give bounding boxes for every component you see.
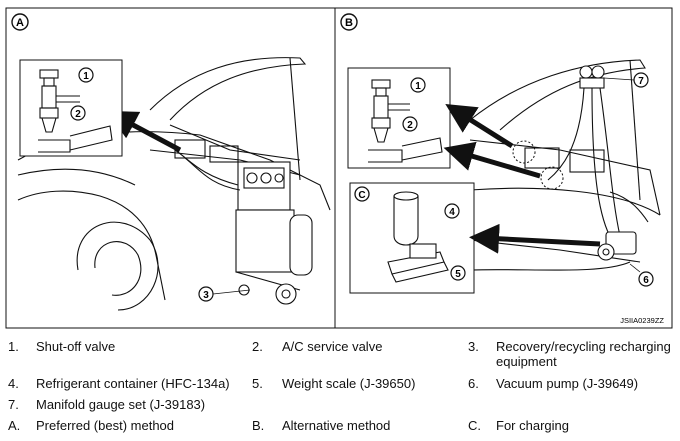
svg-text:7: 7 xyxy=(638,76,644,87)
reference-code: JSIIA0239ZZ xyxy=(620,316,664,325)
panel-c-badge: C xyxy=(354,186,370,202)
panel-c: C 4 5 xyxy=(349,182,475,294)
vacuum-pump xyxy=(597,231,637,261)
callout-5: 5 xyxy=(450,265,466,281)
panel-b-letter: B xyxy=(345,17,353,29)
legend-text: Alternative method xyxy=(282,418,391,433)
svg-text:1: 1 xyxy=(415,81,421,92)
callout-3: 3 xyxy=(198,286,251,302)
legend-number: 5. xyxy=(252,376,263,391)
manifold-gauge-set xyxy=(547,65,621,241)
svg-text:4: 4 xyxy=(449,207,455,218)
panel-c-letter: C xyxy=(358,190,365,201)
valve-inset-b xyxy=(347,67,451,169)
legend-text: Shut-off valve xyxy=(36,339,116,354)
panel-a: A xyxy=(11,13,331,311)
legend-number: 4. xyxy=(8,376,19,391)
legend-number: 2. xyxy=(252,339,263,354)
callout-7: 7 xyxy=(603,72,649,88)
legend-text: Preferred (best) method xyxy=(36,418,175,433)
recovery-machine xyxy=(174,149,313,305)
callout-6: 6 xyxy=(629,263,654,287)
svg-text:6: 6 xyxy=(643,275,649,286)
callout-2-a: 2 xyxy=(70,105,86,121)
legend-text: For charging xyxy=(496,418,569,433)
valve-location-low xyxy=(540,166,564,190)
valve-location-high xyxy=(512,140,536,164)
arrow-to-low-valve xyxy=(443,141,541,179)
connection-arrow-a xyxy=(106,110,182,153)
legend-number: 6. xyxy=(468,376,479,391)
callout-2-b: 2 xyxy=(402,116,418,132)
svg-text:2: 2 xyxy=(407,120,413,131)
weight-scale xyxy=(387,243,449,283)
legend-text: A/C service valve xyxy=(282,339,383,354)
svg-text:3: 3 xyxy=(203,290,209,301)
panel-b: B xyxy=(340,13,664,325)
legend-number: C. xyxy=(468,418,481,433)
legend-number: 7. xyxy=(8,397,19,412)
svg-text:2: 2 xyxy=(75,109,81,120)
refrigerant-container xyxy=(393,191,419,246)
legend-text: Weight scale (J-39650) xyxy=(282,376,416,391)
valve-inset-a xyxy=(19,59,123,157)
panel-a-letter: A xyxy=(16,17,24,29)
legend-text: Refrigerant container (HFC-134a) xyxy=(36,376,230,391)
legend-text: Recovery/recycling recharging equipment xyxy=(496,339,671,369)
arrow-to-high-valve xyxy=(445,104,514,149)
svg-text:1: 1 xyxy=(83,71,89,82)
panel-b-badge: B xyxy=(340,13,358,31)
legend-number: A. xyxy=(8,418,21,433)
callout-1-b: 1 xyxy=(410,77,426,93)
arrow-to-charging xyxy=(469,223,601,254)
legend-number: 1. xyxy=(8,339,19,354)
panel-a-badge: A xyxy=(11,13,29,31)
legend-number: B. xyxy=(252,418,265,433)
legend-number: 3. xyxy=(468,339,479,354)
car-illustration-b xyxy=(469,59,661,271)
figure-border xyxy=(5,7,673,329)
callout-1-a: 1 xyxy=(78,67,94,83)
callout-4: 4 xyxy=(444,203,460,219)
legend: 1. Shut-off valve 2. A/C service valve 3… xyxy=(0,333,680,441)
legend-text: Vacuum pump (J-39649) xyxy=(496,376,639,391)
service-diagram: A xyxy=(5,7,673,329)
legend-text: Manifold gauge set (J-39183) xyxy=(36,397,206,412)
svg-text:5: 5 xyxy=(455,269,461,280)
